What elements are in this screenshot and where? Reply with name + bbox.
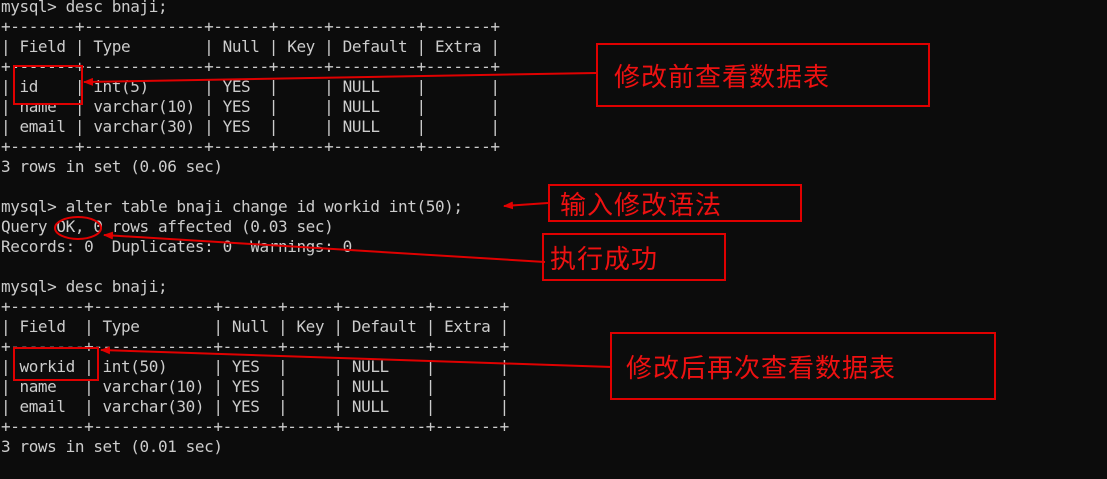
table-row: | email | varchar(30) | YES | | NULL | |	[1, 397, 509, 416]
callout-syntax: 输入修改语法	[548, 184, 802, 222]
callout-before: 修改前查看数据表	[596, 43, 930, 107]
table-row: | email | varchar(30) | YES | | NULL | |	[1, 117, 500, 136]
result-summary: 3 rows in set (0.06 sec)	[1, 157, 223, 176]
callout-before-text: 修改前查看数据表	[614, 62, 831, 93]
table-header: | Field | Type | Null | Key | Default | …	[1, 317, 509, 336]
prompt-line: mysql> desc bnaji;	[1, 0, 168, 16]
table-header: | Field | Type | Null | Key | Default | …	[1, 37, 500, 56]
table-border: +-------+-------------+------+-----+----…	[1, 57, 500, 76]
table-border: +--------+-------------+------+-----+---…	[1, 417, 509, 436]
prompt-line: mysql> desc bnaji;	[1, 277, 168, 296]
callout-success-text: 执行成功	[550, 244, 659, 275]
query-records: Records: 0 Duplicates: 0 Warnings: 0	[1, 237, 352, 256]
table-row: | workid | int(50) | YES | | NULL | |	[1, 357, 509, 376]
table-border: +-------+-------------+------+-----+----…	[1, 17, 500, 36]
table-row: | id | int(5) | YES | | NULL | |	[1, 77, 500, 96]
query-result: Query OK, 0 rows affected (0.03 sec)	[1, 217, 334, 236]
table-border: +--------+-------------+------+-----+---…	[1, 337, 509, 356]
prompt-line: mysql> alter table bnaji change id worki…	[1, 197, 463, 216]
callout-syntax-text: 输入修改语法	[560, 190, 723, 221]
table-border: +--------+-------------+------+-----+---…	[1, 297, 509, 316]
callout-after: 修改后再次查看数据表	[610, 332, 996, 400]
callout-success: 执行成功	[542, 233, 726, 281]
result-summary: 3 rows in set (0.01 sec)	[1, 437, 223, 456]
table-row: | name | varchar(10) | YES | | NULL | |	[1, 97, 500, 116]
table-border: +-------+-------------+------+-----+----…	[1, 137, 500, 156]
table-row: | name | varchar(10) | YES | | NULL | |	[1, 377, 509, 396]
callout-after-text: 修改后再次查看数据表	[626, 353, 897, 384]
